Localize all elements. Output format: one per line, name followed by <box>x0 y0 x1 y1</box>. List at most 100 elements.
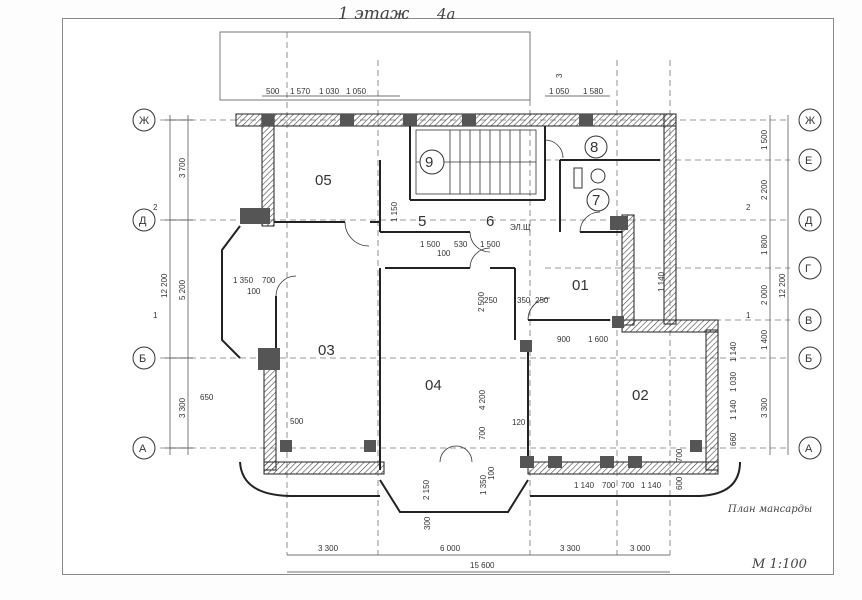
dim-120: 120 <box>512 418 526 427</box>
dim-300: 300 <box>423 516 432 530</box>
room-label-04: 04 <box>425 377 442 394</box>
dim-right-1500: 1 500 <box>760 129 769 150</box>
dim-left-total: 12 200 <box>160 273 169 298</box>
room-label-05: 05 <box>315 172 332 189</box>
dim-right-1800: 1 800 <box>760 234 769 255</box>
axis-right-b: Б <box>805 353 812 365</box>
dim-2150: 2 150 <box>422 479 431 500</box>
room-label-02: 02 <box>632 387 649 404</box>
dim-left-3300: 3 300 <box>178 397 187 418</box>
sink-icon <box>573 167 583 189</box>
room-label-03: 03 <box>318 342 335 359</box>
dim-lines-right <box>769 115 789 455</box>
dim-top-1050b: 1 050 <box>549 87 570 96</box>
room-marker-7 <box>586 188 610 212</box>
dim-100c: 100 <box>487 466 496 480</box>
door-swings <box>275 139 601 463</box>
bay-window-left <box>221 225 241 359</box>
dim-700e: 700 <box>675 448 684 462</box>
axis-left-b: Б <box>139 353 146 365</box>
plan-label: План мансарды <box>727 504 812 515</box>
section-label-1-left: 1 <box>153 311 158 320</box>
dim-1140c: 1 140 <box>729 399 738 420</box>
dim-left-3700: 3 700 <box>178 157 187 178</box>
dim-top-1580: 1 580 <box>583 87 604 96</box>
axis-right-g: Г <box>805 263 811 275</box>
toilet-icon <box>590 168 606 184</box>
dim-660: 660 <box>729 432 738 446</box>
dim-1500a: 1 500 <box>420 240 441 249</box>
dim-bottom-total: 15 600 <box>470 561 495 570</box>
dim-700b: 700 <box>478 426 487 440</box>
dim-700d: 700 <box>621 481 635 490</box>
dim-1350b: 1 350 <box>479 474 488 495</box>
drawing-sheet <box>62 18 834 575</box>
dim-700c: 700 <box>602 481 616 490</box>
room-label-8: 8 <box>590 139 598 156</box>
dim-1150: 1 150 <box>390 201 399 222</box>
section-label-2-left: 2 <box>153 203 158 212</box>
room-marker-8 <box>584 135 608 159</box>
handwritten-suffix: 4а <box>436 5 456 23</box>
dim-top-500: 500 <box>266 87 280 96</box>
dim-650: 650 <box>200 393 214 402</box>
dim-left-5200: 5 200 <box>178 279 187 300</box>
dim-100a: 100 <box>437 249 451 258</box>
dim-1140b: 1 140 <box>729 341 738 362</box>
curved-wall-left <box>239 461 380 497</box>
dim-250a: 250 <box>484 296 498 305</box>
axis-bubbles-right <box>798 108 822 460</box>
dim-bottom-6000: 6 000 <box>440 544 461 553</box>
dim-lines-left <box>165 115 193 455</box>
interior-walls <box>274 126 660 470</box>
dim-250b: 250 <box>535 296 549 305</box>
dim-lines-bottom <box>287 554 670 573</box>
dim-right-1400: 1 400 <box>760 329 769 350</box>
dim-500: 500 <box>290 417 304 426</box>
dim-top-1570: 1 570 <box>290 87 311 96</box>
room-label-5: 5 <box>418 213 426 230</box>
dim-2500: 2 500 <box>477 291 486 312</box>
room-label-7: 7 <box>592 192 600 209</box>
dim-600: 600 <box>675 476 684 490</box>
panel-label: ЭЛ.Щ <box>510 223 531 232</box>
room-marker-9 <box>419 149 445 175</box>
dim-1140e: 1 140 <box>574 481 595 490</box>
entrance-porch <box>379 479 529 513</box>
handwritten-title: 1 этаж <box>338 4 410 24</box>
dim-top-1030: 1 030 <box>319 87 340 96</box>
dim-bottom-3000: 3 000 <box>630 544 651 553</box>
axis-right-v: В <box>805 315 812 327</box>
axis-left-a: А <box>139 443 147 455</box>
dim-bottom-3300a: 3 300 <box>318 544 339 553</box>
dim-100b: 100 <box>247 287 261 296</box>
dim-4200: 4 200 <box>478 389 487 410</box>
dim-350: 350 <box>517 296 531 305</box>
axis-right-zh: Ж <box>805 115 815 127</box>
section-label-2-right: 2 <box>746 203 751 212</box>
axis-left-d: Д <box>139 215 147 227</box>
room-label-6: 6 <box>486 213 494 230</box>
axis-right-e: Е <box>805 155 812 167</box>
axis-left-zh: Ж <box>139 115 149 127</box>
axis-right-a: А <box>805 443 813 455</box>
dim-530: 530 <box>454 240 468 249</box>
dim-right-2200: 2 200 <box>760 179 769 200</box>
dim-1140f: 1 140 <box>641 481 662 490</box>
dim-700a: 700 <box>262 276 276 285</box>
dim-1140a: 1 140 <box>657 271 666 292</box>
axis-right-d: Д <box>805 215 813 227</box>
dim-right-2000: 2 000 <box>760 284 769 305</box>
dim-900: 900 <box>557 335 571 344</box>
section-label-1-right: 1 <box>746 311 751 320</box>
staircase <box>415 129 537 195</box>
dim-bottom-3300b: 3 300 <box>560 544 581 553</box>
dim-right-total: 12 200 <box>778 273 787 298</box>
room-label-9: 9 <box>425 154 433 171</box>
scale-label: М 1:100 <box>751 557 807 572</box>
dim-1350: 1 350 <box>233 276 254 285</box>
columns <box>240 114 702 468</box>
dim-top-1050: 1 050 <box>346 87 367 96</box>
